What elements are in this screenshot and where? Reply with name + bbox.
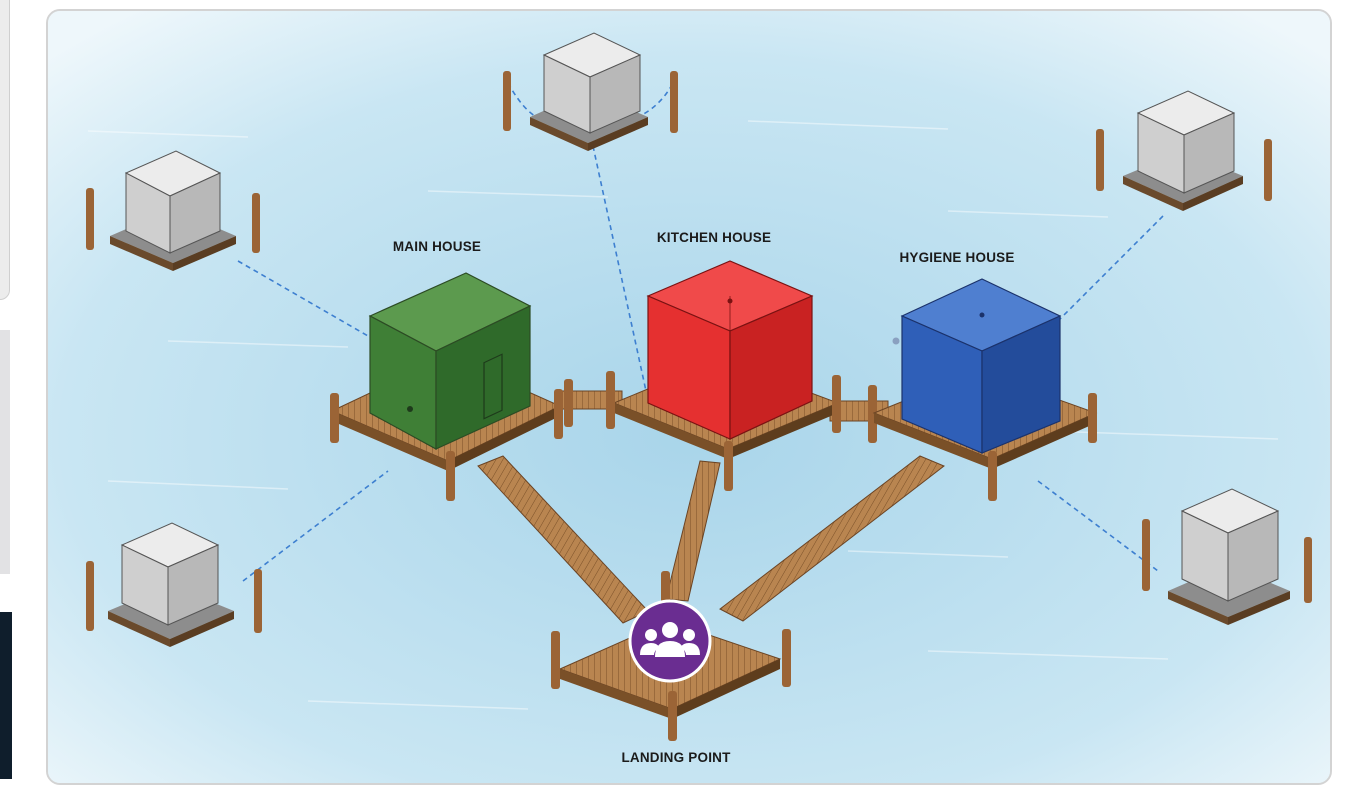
hygiene-house-label: HYGIENE HOUSE [899,250,1014,265]
landing-point-label: LANDING POINT [621,750,731,765]
kitchen-house [646,260,814,440]
floating-houses-diagram: MAIN HOUSE KITCHEN HOUSE HYGIENE HOUSE L… [48,11,1330,783]
diagram-frame: MAIN HOUSE KITCHEN HOUSE HYGIENE HOUSE L… [46,9,1332,785]
main-house [368,272,532,451]
side-panel-strip [0,330,10,574]
floating-pod [503,32,678,151]
side-panel-dark [0,612,12,779]
side-panel-card [0,0,10,300]
kitchen-house-label: KITCHEN HOUSE [657,230,771,245]
main-house-label: MAIN HOUSE [393,239,481,254]
water-ripples [87,120,1279,710]
hygiene-house [892,278,1062,454]
floating-pod [86,522,262,647]
floating-pod [1142,488,1312,625]
floating-pod [1096,90,1272,211]
people-group-icon [628,599,712,683]
floating-pod [86,150,260,271]
